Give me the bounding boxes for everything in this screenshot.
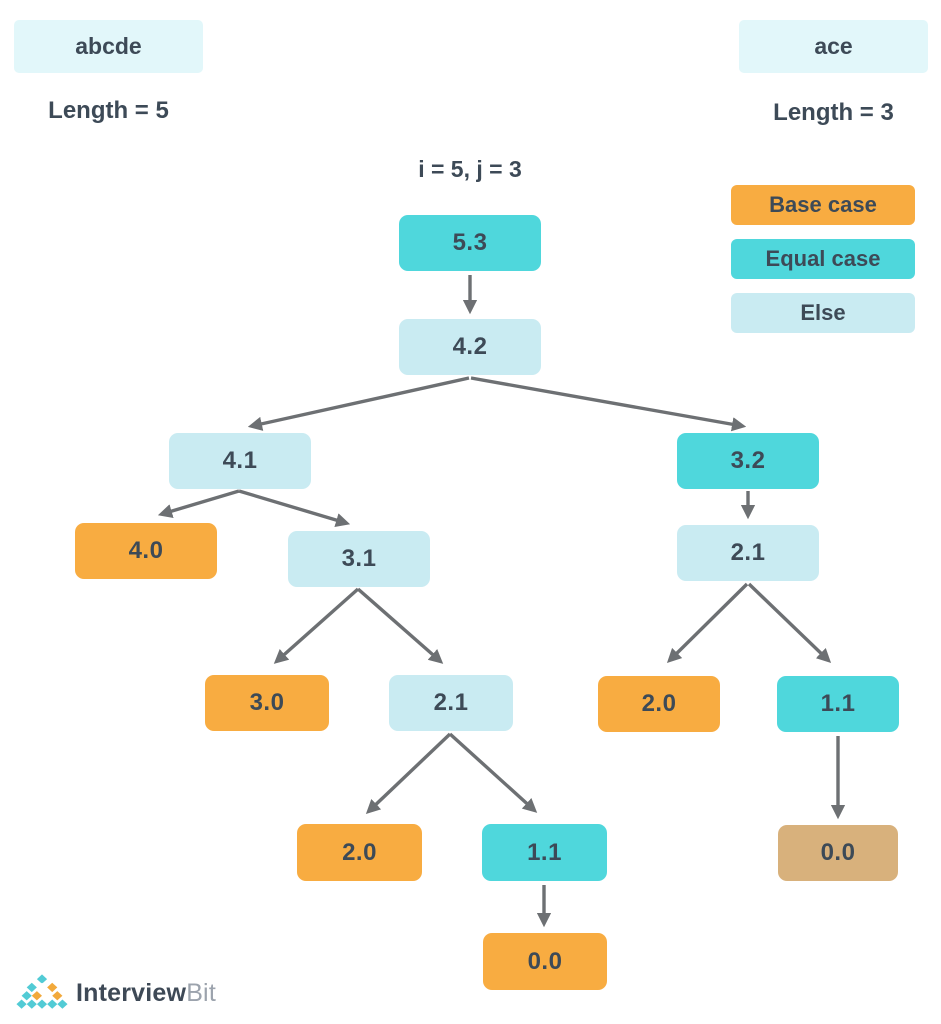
- tree-node-2-0-left: 2.0: [297, 824, 422, 881]
- tree-node-2-1-right: 2.1: [677, 525, 819, 581]
- interviewbit-logo: InterviewBit: [16, 974, 216, 1012]
- legend-item-else: Else: [731, 293, 915, 333]
- logo-text-secondary: Bit: [186, 978, 216, 1007]
- tree-node-3-1: 3.1: [288, 531, 430, 587]
- tree-node-4-1: 4.1: [169, 433, 311, 489]
- tree-node-5-3: 5.3: [399, 215, 541, 271]
- arrow-3-1-to-3-0: [273, 587, 360, 664]
- tree-node-2-1-mid: 2.1: [389, 675, 513, 731]
- length-label-right: Length = 3: [773, 99, 894, 126]
- logo-text-primary: Interview: [76, 978, 187, 1007]
- arrow-2-1m-to-2-0: [365, 732, 452, 814]
- string-box-abcde: abcde: [14, 20, 203, 73]
- arrow-4-2-to-3-2: [470, 376, 747, 432]
- legend-item-base-case: Base case: [731, 185, 915, 225]
- tree-node-3-2: 3.2: [677, 433, 819, 489]
- tree-node-4-2: 4.2: [399, 319, 541, 375]
- interviewbit-logo-icon: [16, 974, 68, 1009]
- tree-node-4-0: 4.0: [75, 523, 217, 579]
- arrow-2-1r-to-1-1: [747, 582, 832, 663]
- legend-item-equal-case: Equal case: [731, 239, 915, 279]
- arrow-3-1-to-2-1: [356, 587, 444, 664]
- arrow-2-1m-to-1-1: [448, 732, 538, 813]
- arrow-4-2-to-4-1: [247, 376, 470, 431]
- tree-node-3-0: 3.0: [205, 675, 329, 731]
- tree-node-1-1-mid: 1.1: [482, 824, 607, 881]
- tree-node-1-1-right: 1.1: [777, 676, 899, 732]
- interviewbit-logo-text: InterviewBit: [76, 979, 216, 1008]
- arrow-2-1r-to-2-0: [666, 582, 749, 664]
- string-box-ace: ace: [739, 20, 928, 73]
- tree-node-0-0-bottom: 0.0: [483, 933, 607, 990]
- arrow-4-1-to-3-1: [238, 489, 351, 527]
- root-indices-annotation: i = 5, j = 3: [418, 156, 522, 182]
- legend: Base case Equal case Else: [731, 185, 915, 333]
- length-label-left: Length = 5: [48, 97, 169, 124]
- tree-node-2-0-right: 2.0: [598, 676, 720, 732]
- arrow-4-1-to-4-0: [157, 489, 240, 518]
- tree-node-0-0-right: 0.0: [778, 825, 898, 881]
